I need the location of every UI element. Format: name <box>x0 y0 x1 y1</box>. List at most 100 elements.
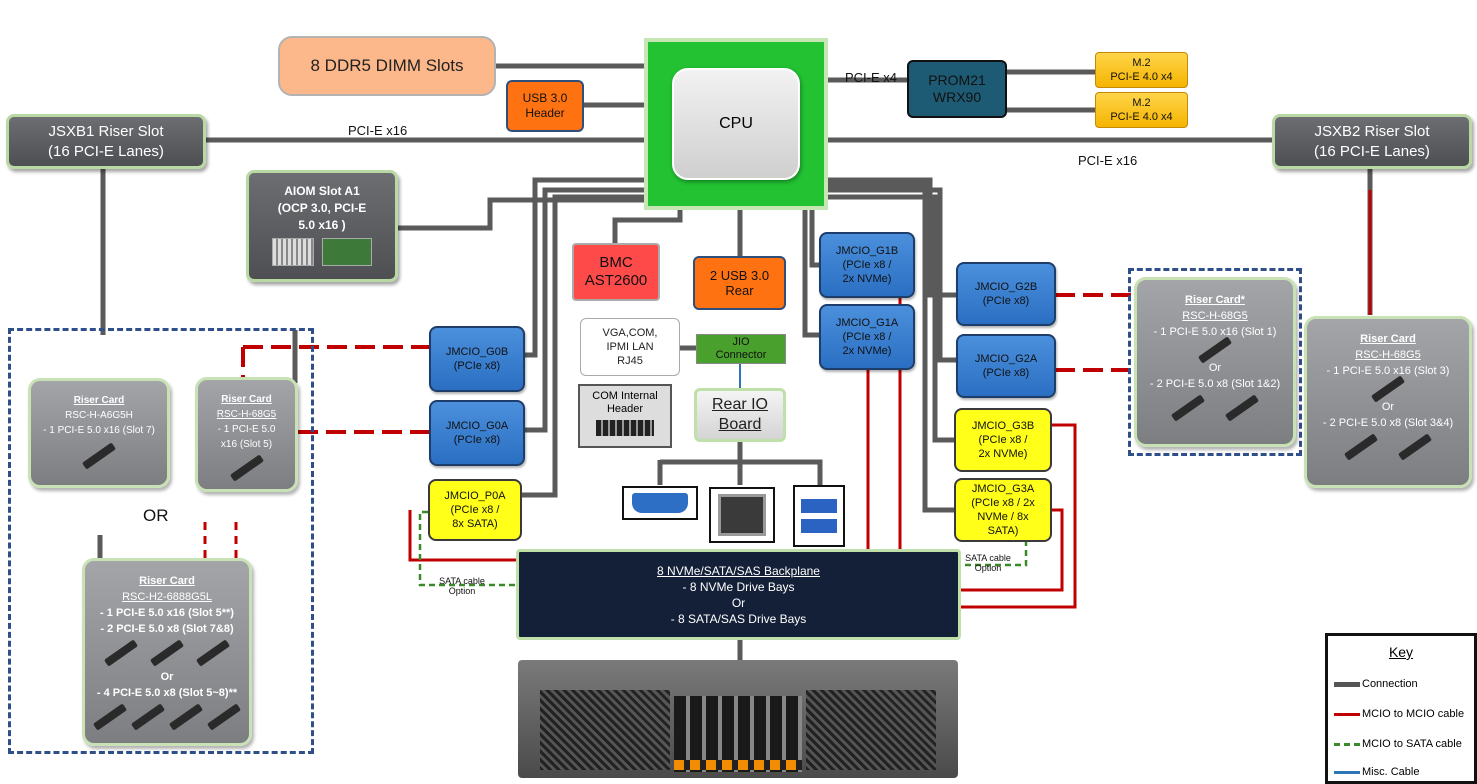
riser-a6g5h-model: RSC-H-A6G5H <box>65 410 133 421</box>
jmcio-g3a-line3: NVMe / 8x <box>977 511 1029 523</box>
or-label: OR <box>143 506 169 525</box>
key-item-misc: Misc. Cable <box>1334 766 1419 778</box>
jmcio-g3b-line3: 2x NVMe) <box>978 448 1028 460</box>
jmcio-p0a-name: JMCIO_P0A <box>444 490 506 502</box>
vga-line3: RJ45 <box>617 355 643 367</box>
riser-6888-or: Or <box>160 671 174 683</box>
jio-line2: Connector <box>715 349 767 361</box>
jmcio-g0b-name: JMCIO_G0B <box>445 346 509 358</box>
jio-line1: JIO <box>732 336 750 348</box>
riser-option-mid-group <box>1128 268 1302 456</box>
m2-slot-2: M.2 PCI-E 4.0 x4 <box>1095 92 1188 128</box>
legend-key: Key Connection MCIO to MCIO cable MCIO t… <box>1325 633 1477 784</box>
riser-a6g5h-title: Riser Card <box>73 395 125 406</box>
server-chassis-image <box>518 660 958 778</box>
key-label-mcio-sata: MCIO to SATA cable <box>1362 738 1462 750</box>
usb-rear: 2 USB 3.0 Rear <box>693 256 786 310</box>
jmcio-g1b-name: JMCIO_G1B <box>835 245 899 257</box>
pcie-slots-row-1 <box>103 639 231 667</box>
riser-6888-line2: - 2 PCI-E 5.0 x8 (Slot 7&8) <box>100 623 234 635</box>
jio-connector: JIO Connector <box>696 334 786 364</box>
riser-mid-or: Or <box>1208 362 1222 374</box>
m2-slot-1: M.2 PCI-E 4.0 x4 <box>1095 52 1188 88</box>
jmcio-g3a-name: JMCIO_G3A <box>971 483 1035 495</box>
sata-left-line1: SATA cable <box>439 576 485 586</box>
backplane: 8 NVMe/SATA/SAS Backplane - 8 NVMe Drive… <box>516 549 961 640</box>
backplane-line3: Or <box>731 595 746 610</box>
key-title: Key <box>1388 644 1414 660</box>
key-swatch-connection <box>1334 681 1360 687</box>
sata-cable-option-right: SATA cable Option <box>958 552 1018 574</box>
sata-right-line2: Option <box>974 563 1002 573</box>
prom-line2: WRX90 <box>932 89 982 105</box>
key-item-mcio-sata: MCIO to SATA cable <box>1334 738 1462 750</box>
jmcio-g1a-line2: (PCIe x8 / <box>842 331 892 343</box>
jmcio-g2a-desc: (PCIe x8) <box>982 367 1030 379</box>
jmcio-p0a-line3: 8x SATA) <box>452 518 498 530</box>
com-line1: COM Internal <box>592 390 658 402</box>
vga-line2: IPMI LAN <box>606 341 654 353</box>
jmcio-g1a-name: JMCIO_G1A <box>835 317 899 329</box>
riser-68g5-left-line1: - 1 PCI-E 5.0 <box>217 424 276 435</box>
pcie-x16-left-label: PCI-E x16 <box>348 123 408 138</box>
rear-io-line1: Rear IO <box>711 396 768 413</box>
riser-68g5-left-title: Riser Card <box>221 394 272 405</box>
riser-card-a6g5h: Riser Card RSC-H-A6G5H - 1 PCI-E 5.0 x16… <box>28 378 170 488</box>
bmc-line1: BMC <box>599 254 633 271</box>
key-label-connection: Connection <box>1362 678 1418 690</box>
sata-right-line1: SATA cable <box>965 553 1011 563</box>
prom-line1: PROM21 <box>928 72 986 88</box>
riser-right-or: Or <box>1381 401 1395 413</box>
usb-ports-image <box>793 485 845 547</box>
riser-card-68g5-mid: Riser Card* RSC-H-68G5 - 1 PCI-E 5.0 x16… <box>1134 277 1296 447</box>
usb-rear-line2: Rear <box>725 283 754 298</box>
backplane-line2: - 8 NVMe Drive Bays <box>682 579 795 594</box>
riser-mid-line2: - 2 PCI-E 5.0 x8 (Slot 1&2) <box>1149 378 1281 390</box>
jsxb1-line1: JSXB1 Riser Slot <box>48 122 164 140</box>
riser-6888-title: Riser Card <box>139 575 195 587</box>
jmcio-g0a-name: JMCIO_G0A <box>445 420 509 432</box>
aiom-slot: AIOM Slot A1 (OCP 3.0, PCI-E 5.0 x16 ) <box>246 170 398 282</box>
pcie-x4-label: PCI-E x4 <box>845 70 898 85</box>
key-swatch-misc <box>1334 770 1360 774</box>
cpu-chip: CPU <box>672 68 800 180</box>
riser-6888-model: RSC-H2-6888G5L <box>122 591 212 603</box>
jmcio-g2a: JMCIO_G2A (PCIe x8) <box>956 334 1056 398</box>
rear-io-board: Rear IO Board <box>694 388 786 442</box>
riser-68g5-left-line2: x16 (Slot 5) <box>220 439 273 450</box>
jmcio-g3b: JMCIO_G3B (PCIe x8 / 2x NVMe) <box>954 408 1052 472</box>
m2-2-line2: PCI-E 4.0 x4 <box>1110 111 1173 123</box>
key-item-mcio-mcio: MCIO to MCIO cable <box>1334 708 1464 720</box>
riser-card-68g5-right: Riser Card RSC-H-68G5 - 1 PCI-E 5.0 x16 … <box>1304 316 1472 488</box>
aiom-line3: 5.0 x16 ) <box>298 218 346 232</box>
jmcio-g1b-line2: (PCIe x8 / <box>842 259 892 271</box>
jmcio-g2a-name: JMCIO_G2A <box>974 353 1038 365</box>
key-label-misc: Misc. Cable <box>1362 766 1420 778</box>
jsxb1-line2: (16 PCI-E Lanes) <box>48 142 164 160</box>
prom21-chip: PROM21 WRX90 <box>907 60 1007 118</box>
riser-6888-line1: - 1 PCI-E 5.0 x16 (Slot 5**) <box>100 607 234 619</box>
pcie-slot-icon <box>81 442 117 470</box>
jmcio-g2b-desc: (PCIe x8) <box>982 295 1030 307</box>
vga-com-lan: VGA,COM, IPMI LAN RJ45 <box>580 318 680 376</box>
vga-line1: VGA,COM, <box>602 327 658 339</box>
riser-options-left-group <box>8 328 314 754</box>
jmcio-g2b: JMCIO_G2B (PCIe x8) <box>956 262 1056 326</box>
riser-right-line2: - 2 PCI-E 5.0 x8 (Slot 3&4) <box>1322 417 1454 429</box>
pcie-slots-row <box>1343 433 1433 461</box>
jmcio-g1b: JMCIO_G1B (PCIe x8 / 2x NVMe) <box>819 232 915 298</box>
jmcio-g3a: JMCIO_G3A (PCIe x8 / 2x NVMe / 8x SATA) <box>954 478 1052 542</box>
key-swatch-mcio-sata <box>1334 742 1360 746</box>
jmcio-g0b-desc: (PCIe x8) <box>453 360 501 372</box>
jmcio-g1a-line3: 2x NVMe) <box>842 345 892 357</box>
key-item-connection: Connection <box>1334 678 1418 690</box>
backplane-line4: - 8 SATA/SAS Drive Bays <box>670 611 807 626</box>
m2-2-line1: M.2 <box>1132 97 1151 109</box>
riser-right-title: Riser Card <box>1360 333 1416 345</box>
usb-rear-line1: 2 USB 3.0 <box>709 268 770 283</box>
riser-mid-title: Riser Card* <box>1185 294 1245 306</box>
riser-card-6888g5l: Riser Card RSC-H2-6888G5L - 1 PCI-E 5.0 … <box>82 558 252 746</box>
key-label-mcio-mcio: MCIO to MCIO cable <box>1362 708 1465 720</box>
riser-right-model: RSC-H-68G5 <box>1355 349 1421 361</box>
riser-a6g5h-line1: - 1 PCI-E 5.0 x16 (Slot 7) <box>43 425 155 436</box>
